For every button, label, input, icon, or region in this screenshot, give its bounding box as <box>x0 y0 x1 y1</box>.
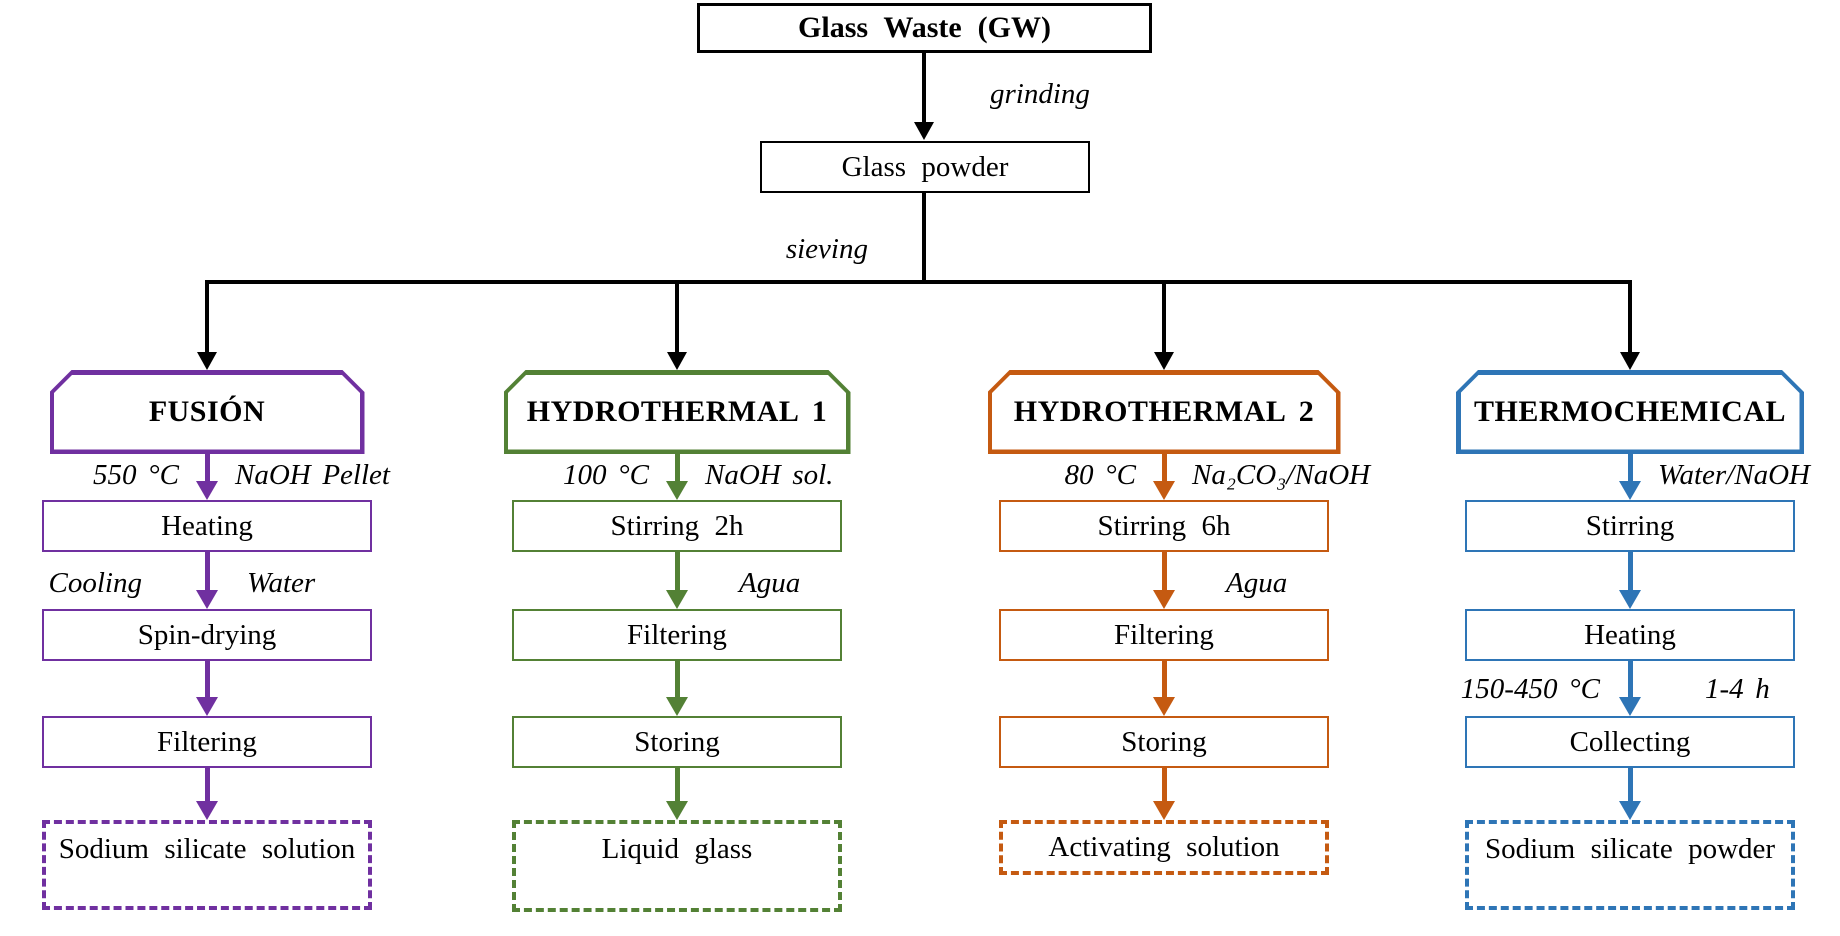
arrow-label-left: 550 °C <box>92 459 179 491</box>
process-header: HYDROTHERMAL 2 <box>988 370 1341 454</box>
output-arrowhead-icon <box>1619 801 1641 820</box>
process-box-2: Heating <box>1465 609 1795 661</box>
output-arrowhead-icon <box>666 801 688 820</box>
step-arrow-line <box>204 454 210 482</box>
step-arrowhead-icon <box>666 697 688 716</box>
step-arrowhead-icon <box>196 481 218 500</box>
step-arrow-line <box>1161 552 1167 591</box>
glass-waste-box: Glass Waste (GW) <box>697 3 1152 53</box>
arrow-label-left: 80 °C <box>1064 459 1136 491</box>
step-arrowhead-icon <box>1153 697 1175 716</box>
process-box-1: Stirring 6h <box>999 500 1329 552</box>
process-box-2: Filtering <box>512 609 842 661</box>
step-arrowhead-icon <box>1153 481 1175 500</box>
step-arrow-line <box>1627 454 1633 482</box>
arrow-label-right: Na₂CO₃/NaOH <box>1192 459 1371 491</box>
branch-arrowhead-icon <box>197 352 217 370</box>
process-box-1: Stirring <box>1465 500 1795 552</box>
step-arrowhead-icon <box>666 590 688 609</box>
output-label: Sodium silicate solution <box>58 833 356 865</box>
step-arrow-line <box>1627 552 1633 591</box>
arrow-label-left: 150-450 °C <box>1460 673 1600 705</box>
sieving-label: sieving <box>785 233 868 265</box>
output-arrowhead-icon <box>1153 801 1175 820</box>
output-label: Activating solution <box>1048 831 1280 863</box>
arrow-label-left: Cooling <box>48 567 142 599</box>
branch-arrowhead-icon <box>667 352 687 370</box>
process-box-3: Collecting <box>1465 716 1795 768</box>
arrow-label-right: 1-4 h <box>1705 673 1770 705</box>
sieving-line <box>922 193 926 282</box>
step-arrowhead-icon <box>1619 481 1641 500</box>
step-arrow-line <box>674 661 680 698</box>
process-box-3: Storing <box>999 716 1329 768</box>
output-box: Sodium silicate powder <box>1465 820 1795 910</box>
step-arrowhead-icon <box>1153 590 1175 609</box>
arrow-label-right: Water <box>247 567 316 599</box>
step-arrow-line <box>674 454 680 482</box>
step-arrow-line <box>204 552 210 591</box>
branch-drop-line <box>675 282 679 352</box>
arrow-label-right: NaOH Pellet <box>235 459 390 491</box>
glass-powder-label: Glass powder <box>841 150 1009 183</box>
branch-arrowhead-icon <box>1620 352 1640 370</box>
output-arrowhead-icon <box>196 801 218 820</box>
branch-drop-line <box>1628 282 1632 352</box>
step-arrowhead-icon <box>666 481 688 500</box>
branch-arrowhead-icon <box>1154 352 1174 370</box>
arrow-label-right: Agua <box>1226 567 1288 599</box>
output-arrow-line <box>674 768 680 802</box>
process-header: FUSIÓN <box>50 370 365 454</box>
step-arrowhead-icon <box>1619 697 1641 716</box>
branch-drop-line <box>205 282 209 352</box>
arrow-label-left: 100 °C <box>562 459 649 491</box>
process-box-1: Stirring 2h <box>512 500 842 552</box>
process-header-label: FUSIÓN <box>148 395 266 428</box>
arrow-label-right: Agua <box>739 567 801 599</box>
step-arrowhead-icon <box>1619 590 1641 609</box>
output-arrow-line <box>1627 768 1633 802</box>
arrow-label-right: Water/NaOH <box>1658 459 1810 491</box>
process-box-2: Spin-drying <box>42 609 372 661</box>
step-arrow-line <box>1161 454 1167 482</box>
output-label: Sodium silicate powder <box>1484 833 1776 865</box>
process-header-label: HYDROTHERMAL 1 <box>526 395 828 428</box>
output-arrow-line <box>1161 768 1167 802</box>
output-arrow-line <box>204 768 210 802</box>
branch-drop-line <box>1162 282 1166 352</box>
step-arrowhead-icon <box>196 697 218 716</box>
grinding-label: grinding <box>990 78 1090 110</box>
glass-waste-label: Glass Waste (GW) <box>798 11 1051 44</box>
step-arrowhead-icon <box>196 590 218 609</box>
grinding-arrowhead-icon <box>914 122 934 140</box>
output-label: Liquid glass <box>601 833 753 865</box>
grinding-arrow-line <box>922 53 926 123</box>
process-header-label: THERMOCHEMICAL <box>1473 395 1786 428</box>
process-header-label: HYDROTHERMAL 2 <box>1013 395 1315 428</box>
arrow-label-right: NaOH sol. <box>705 459 834 491</box>
step-arrow-line <box>674 552 680 591</box>
output-box: Sodium silicate solution <box>42 820 372 910</box>
step-arrow-line <box>1161 661 1167 698</box>
branch-line <box>205 280 1632 284</box>
output-box: Activating solution <box>999 820 1329 875</box>
process-box-1: Heating <box>42 500 372 552</box>
process-header: HYDROTHERMAL 1 <box>504 370 851 454</box>
process-box-3: Storing <box>512 716 842 768</box>
process-box-3: Filtering <box>42 716 372 768</box>
step-arrow-line <box>1627 661 1633 698</box>
glass-powder-box: Glass powder <box>760 141 1090 193</box>
process-header: THERMOCHEMICAL <box>1456 370 1804 454</box>
step-arrow-line <box>204 661 210 698</box>
process-box-2: Filtering <box>999 609 1329 661</box>
output-box: Liquid glass <box>512 820 842 912</box>
